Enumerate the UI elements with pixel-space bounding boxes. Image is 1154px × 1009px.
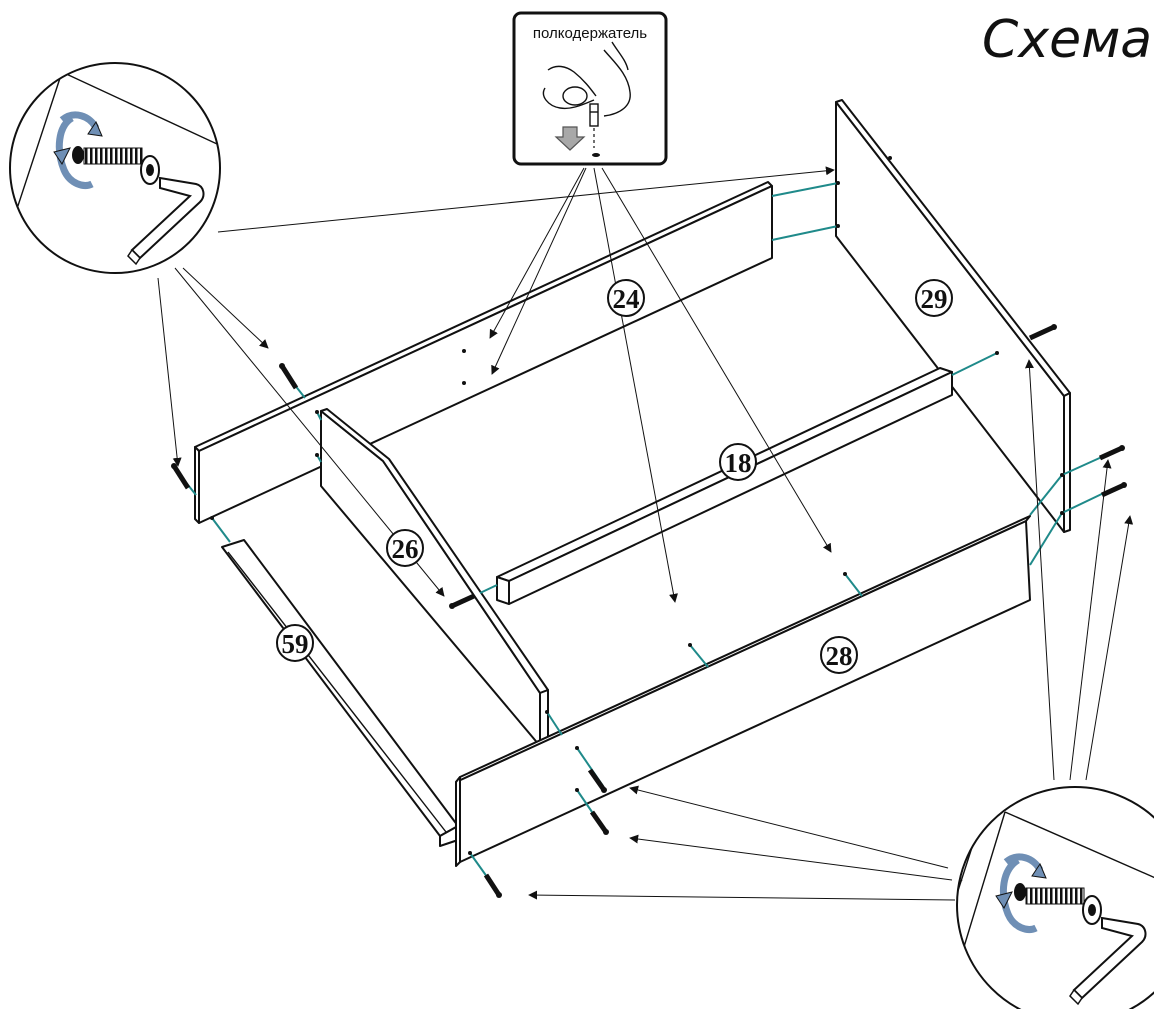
screw-detail-top-left [9,62,221,274]
screw-icon [483,873,502,898]
leader-lines [157,166,1134,901]
screw-icon [589,810,609,835]
panel-28 [455,515,1031,867]
part-number-18: 18 [719,443,757,481]
part-label-29: 29 [921,284,948,314]
part-number-28: 28 [820,636,858,674]
confirmat-screw-hex-key-icon [995,853,1147,1006]
screw-icon [1098,445,1125,461]
screws [171,324,1127,898]
panel-18 [496,367,953,605]
panel-26 [320,408,549,747]
part-number-59: 59 [276,624,314,662]
screw-icon [171,463,191,490]
part-label-26: 26 [392,534,419,564]
panel-29 [835,99,1071,533]
screw-icon [1100,482,1127,498]
confirmat-screw-hex-key-icon [53,111,205,266]
screw-icon [1028,324,1057,341]
part-label-24: 24 [613,284,640,314]
screw-icon [279,363,299,390]
part-label-28: 28 [826,641,853,671]
diagram-title: Схема [982,10,1152,70]
part-label-18: 18 [725,448,752,478]
screw-detail-bottom-right [956,786,1154,1009]
shelf-pin-label: полкодержатель [533,25,647,42]
screw-icon [587,768,607,793]
part-label-59: 59 [282,629,309,659]
part-number-24: 24 [607,279,645,317]
panel-24 [194,181,773,524]
part-number-29: 29 [915,279,953,317]
drill-holes [210,156,1064,855]
shelf-pin-icon [542,41,631,157]
screw-icon [449,593,476,609]
shelf-pin-callout: полкодержатель [512,11,668,166]
arrow-down-icon [554,126,586,151]
part-number-26: 26 [386,529,424,567]
